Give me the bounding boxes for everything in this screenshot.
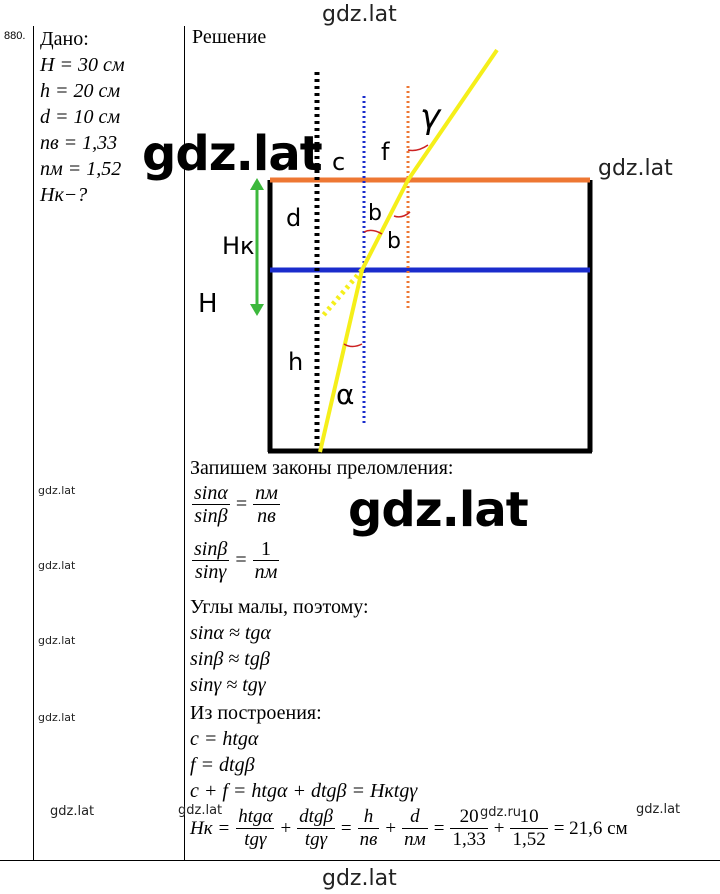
given-line: nм = 1,52: [40, 158, 122, 180]
final-result: = 21,6 см: [553, 817, 628, 839]
approx-line-2: sinβ ≈ tgβ: [190, 648, 270, 670]
column-divider: [184, 26, 185, 860]
angle-arc-b-bottom: [363, 229, 383, 235]
label-c: c: [332, 148, 345, 176]
label-d: d: [286, 204, 301, 232]
small-angles-line: Углы малы, поэтому:: [190, 596, 369, 618]
label-b1: b: [368, 201, 382, 226]
given-line: H = 30 см: [40, 54, 125, 76]
label-f: f: [381, 138, 390, 166]
problem-number: 880.: [4, 30, 26, 42]
watermark-small: gdz.lat: [636, 802, 681, 817]
watermark-small: gdz.lat: [38, 711, 76, 724]
angle-arc-gamma: [407, 144, 429, 152]
given-line: h = 20 см: [40, 80, 121, 102]
bottom-rule: [0, 860, 720, 861]
watermark-small: gdz.ru: [480, 805, 522, 820]
laws-heading: Запишем законы преломления:: [190, 457, 454, 479]
watermark-small: gdz.lat: [38, 484, 76, 497]
equation-sum: c + f = htgα + dtgβ = Hкtgγ: [190, 780, 418, 802]
label-H: H: [198, 289, 218, 319]
angle-arc-b-top: [393, 211, 411, 218]
watermark-small: gdz.lat: [38, 634, 76, 647]
equation-c: c = htgα: [190, 728, 259, 750]
label-b2: b: [387, 229, 401, 254]
watermark-bottom: gdz.lat: [322, 866, 397, 891]
approx-line-1: sinα ≈ tgα: [190, 622, 271, 644]
refraction-diagram: c f γ d b b Hк H h α: [198, 48, 593, 454]
label-Hk: Hк: [222, 232, 255, 260]
label-h: h: [288, 348, 303, 376]
watermark-small: gdz.lat: [38, 559, 76, 572]
watermark-top: gdz.lat: [322, 2, 397, 27]
construction-line: Из построения:: [190, 702, 322, 724]
watermark-big-center: gdz.lat: [348, 482, 529, 538]
label-alpha: α: [336, 378, 354, 411]
watermark-big-left: gdz.lat: [142, 126, 323, 182]
angle-arc-alpha: [343, 343, 363, 348]
solution-heading: Решение: [192, 26, 267, 48]
arrow-head-down: [250, 304, 264, 316]
watermark-small: gdz.lat: [178, 803, 223, 818]
arrow-head-up: [250, 178, 264, 190]
final-lhs: Hк =: [190, 817, 231, 839]
light-ray: [318, 48, 499, 453]
approx-line-3: sinγ ≈ tgγ: [190, 674, 266, 696]
given-line: d = 10 см: [40, 106, 121, 128]
watermark-right: gdz.lat: [598, 156, 673, 181]
label-gamma: γ: [420, 97, 442, 137]
given-line: Hк−?: [40, 184, 88, 206]
given-line: nв = 1,33: [40, 132, 118, 154]
given-block: Дано: H = 30 см h = 20 см d = 10 см nв =…: [40, 26, 125, 208]
equation-f: f = dtgβ: [190, 754, 255, 776]
left-margin-line: [33, 26, 34, 860]
watermark-small: gdz.lat: [50, 804, 95, 819]
given-heading: Дано:: [40, 28, 89, 50]
